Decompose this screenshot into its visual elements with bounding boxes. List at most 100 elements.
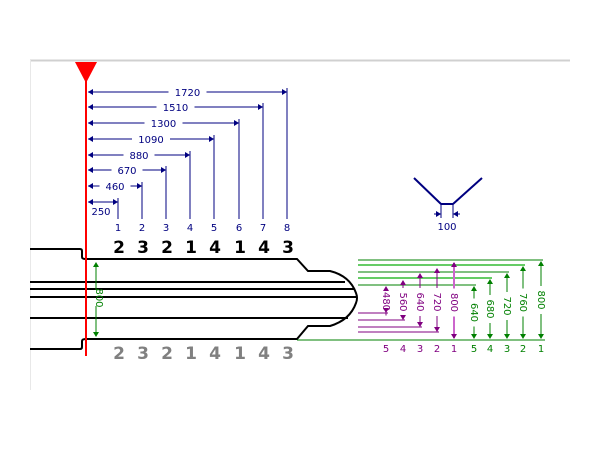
v-notch-line <box>452 177 483 205</box>
arrow-head-icon <box>88 183 93 189</box>
strip-profile <box>30 248 358 350</box>
arrow-head-icon <box>88 89 93 95</box>
arrow-head-icon <box>93 332 99 337</box>
arrow-head-icon <box>383 286 389 291</box>
pass-number: 1 <box>451 344 457 355</box>
arrow-head-icon <box>93 262 99 267</box>
pass-number: 5 <box>471 344 477 355</box>
station-number: 4 <box>187 223 193 234</box>
station-number: 8 <box>284 223 290 234</box>
dimension-label: 800 <box>535 290 546 309</box>
arrow-head-icon <box>234 120 239 126</box>
dimension-label: 250 <box>91 207 110 218</box>
roll-sequence-top: 1 <box>234 238 246 258</box>
dimension-label: 800 <box>448 293 459 312</box>
station-number: 1 <box>115 223 121 234</box>
dimension-label: 760 <box>517 293 528 312</box>
arrow-head-icon <box>209 136 214 142</box>
arrow-head-icon <box>538 261 544 266</box>
roll-sequence-bottom: 1 <box>234 344 246 364</box>
arrow-head-icon <box>453 211 458 217</box>
arrow-head-icon <box>161 167 166 173</box>
arrow-head-icon <box>400 280 406 285</box>
arrow-head-icon <box>383 308 389 313</box>
pass-number: 3 <box>504 344 510 355</box>
roll-sequence-bottom: 4 <box>258 344 270 364</box>
arrow-head-icon <box>434 327 440 332</box>
dimension-label: 680 <box>484 299 495 318</box>
dimension-label: 880 <box>129 151 148 162</box>
roll-sequence-bottom: 3 <box>282 344 294 364</box>
arrow-head-icon <box>417 273 423 278</box>
dimension-label: 720 <box>501 296 512 315</box>
pass-number: 2 <box>434 344 440 355</box>
arrow-head-icon <box>88 120 93 126</box>
roll-sequence-top: 3 <box>137 238 149 258</box>
arrow-head-icon <box>520 334 526 339</box>
pass-number: 1 <box>538 344 544 355</box>
roll-sequence-top: 2 <box>113 238 125 258</box>
dimension-label: 1300 <box>151 119 176 130</box>
station-number: 3 <box>163 223 169 234</box>
pass-number: 4 <box>487 344 493 355</box>
width-dimension-label: 800 <box>93 288 104 307</box>
arrow-head-icon <box>88 104 93 110</box>
roll-sequence-top: 2 <box>161 238 173 258</box>
arrow-head-icon <box>88 199 93 205</box>
dimension-label: 480 <box>380 292 391 311</box>
arrow-head-icon <box>400 315 406 320</box>
dimension-label: 1720 <box>175 88 200 99</box>
arrow-head-icon <box>451 262 457 267</box>
pass-number: 4 <box>400 344 406 355</box>
dimension-label: 1090 <box>138 135 163 146</box>
arrow-head-icon <box>185 152 190 158</box>
dimension-label: 560 <box>397 292 408 311</box>
arrow-head-icon <box>487 334 493 339</box>
reference-marker-icon <box>75 62 97 83</box>
arrow-head-icon <box>520 266 526 271</box>
roll-sequence-bottom: 3 <box>137 344 149 364</box>
pass-number: 3 <box>417 344 423 355</box>
dimension-label: 640 <box>414 292 425 311</box>
arrow-head-icon <box>504 273 510 278</box>
arrow-head-icon <box>282 89 287 95</box>
roll-sequence-bottom: 2 <box>113 344 125 364</box>
pass-number: 5 <box>383 344 389 355</box>
arrow-head-icon <box>434 268 440 273</box>
profile-outline <box>30 248 358 350</box>
arrow-head-icon <box>88 136 93 142</box>
arrow-head-icon <box>436 211 441 217</box>
arrow-head-icon <box>471 334 477 339</box>
dimension-label: 640 <box>468 303 479 322</box>
arrow-head-icon <box>113 199 118 205</box>
station-number: 6 <box>236 223 242 234</box>
dimension-label: 1510 <box>163 103 188 114</box>
roll-sequence-top: 3 <box>282 238 294 258</box>
roll-sequence-bottom: 2 <box>161 344 173 364</box>
dimension-label: 670 <box>117 166 136 177</box>
arrow-head-icon <box>258 104 263 110</box>
dimension-label: 720 <box>431 292 442 311</box>
arrow-head-icon <box>471 286 477 291</box>
arrow-head-icon <box>487 279 493 284</box>
station-number: 5 <box>211 223 217 234</box>
arrow-head-icon <box>417 322 423 327</box>
v-notch-dimension-label: 100 <box>437 222 456 233</box>
arrow-head-icon <box>451 334 457 339</box>
roll-sequence-bottom: 1 <box>185 344 197 364</box>
arrow-head-icon <box>137 183 142 189</box>
roll-sequence-bottom: 4 <box>209 344 221 364</box>
roll-sequence-top: 4 <box>209 238 221 258</box>
station-number: 7 <box>260 223 266 234</box>
arrow-head-icon <box>88 152 93 158</box>
arrow-head-icon <box>504 334 510 339</box>
arrow-head-icon <box>88 167 93 173</box>
arrow-head-icon <box>538 334 544 339</box>
roll-sequence-top: 4 <box>258 238 270 258</box>
roll-sequence-top: 1 <box>185 238 197 258</box>
station-number: 2 <box>139 223 145 234</box>
pass-number: 2 <box>520 344 526 355</box>
dimension-label: 460 <box>105 182 124 193</box>
